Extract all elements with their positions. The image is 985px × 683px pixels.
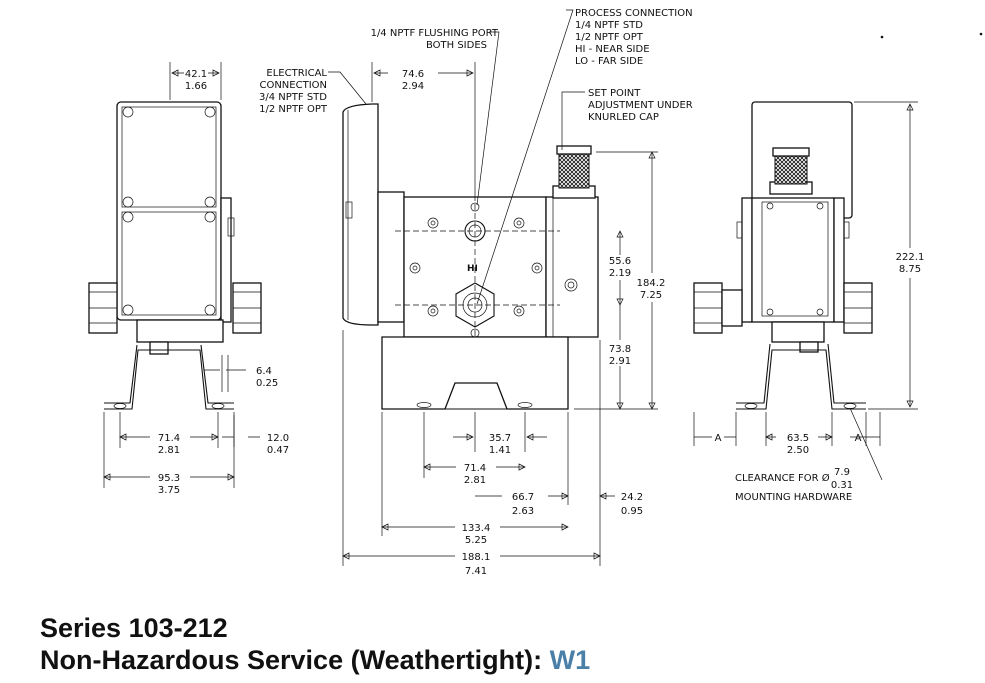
dim-133-4-in: 5.25 bbox=[465, 535, 487, 546]
dim-133-4-mm: 133.4 bbox=[462, 523, 491, 534]
dim-12-0-in: 0.47 bbox=[267, 445, 289, 456]
caption: Series 103-212 Non-Hazardous Service (We… bbox=[40, 612, 590, 676]
dim-222-1-in: 8.75 bbox=[899, 264, 921, 275]
dim-71-4-mid-in: 2.81 bbox=[464, 475, 486, 486]
dim-74-6-in: 2.94 bbox=[402, 81, 424, 92]
set-point-label-1: SET POINT bbox=[588, 88, 641, 99]
dim-7-9-mm: 7.9 bbox=[834, 467, 850, 478]
dim-55-6-mm: 55.6 bbox=[609, 256, 631, 267]
dim-24-2-mm: 24.2 bbox=[621, 492, 643, 503]
dim-222-1-mm: 222.1 bbox=[896, 252, 925, 263]
dim-7-9-in: 0.31 bbox=[831, 480, 853, 491]
dim-73-8-mm: 73.8 bbox=[609, 344, 631, 355]
left-side-view bbox=[88, 101, 262, 410]
dim-12-0-mm: 12.0 bbox=[267, 433, 289, 444]
dim-24-2-in: 0.95 bbox=[621, 506, 643, 517]
dim-95-3-mm: 95.3 bbox=[158, 473, 180, 484]
electrical-label-4: 1/2 NPTF OPT bbox=[259, 104, 328, 115]
dim-71-4-left-in: 2.81 bbox=[158, 445, 180, 456]
electrical-label-1: ELECTRICAL bbox=[266, 68, 327, 79]
dim-63-5-mm: 63.5 bbox=[787, 433, 809, 444]
service-code-accent: W1 bbox=[549, 645, 591, 675]
electrical-label-2: CONNECTION bbox=[259, 80, 327, 91]
service-subtitle: Non-Hazardous Service (Weathertight): W1 bbox=[40, 644, 590, 676]
process-label-2: 1/4 NPTF STD bbox=[575, 20, 643, 31]
dim-188-1-mm: 188.1 bbox=[462, 552, 491, 563]
dim-71-4-mid-mm: 71.4 bbox=[464, 463, 486, 474]
dim-184-2-mm: 184.2 bbox=[637, 278, 666, 289]
clearance-label-2: MOUNTING HARDWARE bbox=[735, 492, 852, 503]
electrical-label-3: 3/4 NPTF STD bbox=[259, 92, 327, 103]
process-label-4: HI - NEAR SIDE bbox=[575, 44, 650, 55]
dim-71-4-left-mm: 71.4 bbox=[158, 433, 180, 444]
dim-42-1-in: 1.66 bbox=[185, 81, 207, 92]
dim-a-left: A bbox=[715, 433, 722, 444]
dim-66-7-in: 2.63 bbox=[512, 506, 534, 517]
dim-188-1-in: 7.41 bbox=[465, 566, 487, 577]
process-label-3: 1/2 NPTF OPT bbox=[575, 32, 644, 43]
set-point-label-3: KNURLED CAP bbox=[588, 112, 659, 123]
right-side-view bbox=[693, 101, 873, 410]
dim-55-6-in: 2.19 bbox=[609, 268, 631, 279]
dimension-lines bbox=[103, 9, 918, 566]
process-label-1: PROCESS CONNECTION bbox=[575, 8, 693, 19]
dim-95-3-in: 3.75 bbox=[158, 485, 180, 496]
dim-6-4-in: 0.25 bbox=[256, 378, 278, 389]
hi-marker-label: HI bbox=[467, 264, 478, 274]
dim-35-7-mm: 35.7 bbox=[489, 433, 511, 444]
series-title: Series 103-212 bbox=[40, 613, 228, 643]
process-label-5: LO - FAR SIDE bbox=[575, 56, 643, 67]
dim-184-2-in: 7.25 bbox=[640, 290, 662, 301]
front-view bbox=[342, 103, 599, 410]
dim-6-4-mm: 6.4 bbox=[256, 366, 272, 377]
dim-73-8-in: 2.91 bbox=[609, 356, 631, 367]
flushing-port-label-1: 1/4 NPTF FLUSHING PORT bbox=[371, 28, 499, 39]
dim-35-7-in: 1.41 bbox=[489, 445, 511, 456]
dim-a-right: A bbox=[855, 433, 862, 444]
clearance-label-1: CLEARANCE FOR Ø bbox=[735, 472, 830, 484]
flushing-port-label-2: BOTH SIDES bbox=[426, 40, 487, 51]
dim-63-5-in: 2.50 bbox=[787, 445, 809, 456]
technical-drawing: 1/4 NPTF FLUSHING PORT BOTH SIDES ELECTR… bbox=[88, 8, 983, 577]
dim-74-6-mm: 74.6 bbox=[402, 69, 424, 80]
dim-66-7-mm: 66.7 bbox=[512, 492, 534, 503]
drawing-svg: 1/4 NPTF FLUSHING PORT BOTH SIDES ELECTR… bbox=[88, 8, 983, 577]
set-point-label-2: ADJUSTMENT UNDER bbox=[588, 100, 693, 111]
dim-42-1-mm: 42.1 bbox=[185, 69, 207, 80]
service-subtitle-text: Non-Hazardous Service (Weathertight): bbox=[40, 645, 543, 675]
